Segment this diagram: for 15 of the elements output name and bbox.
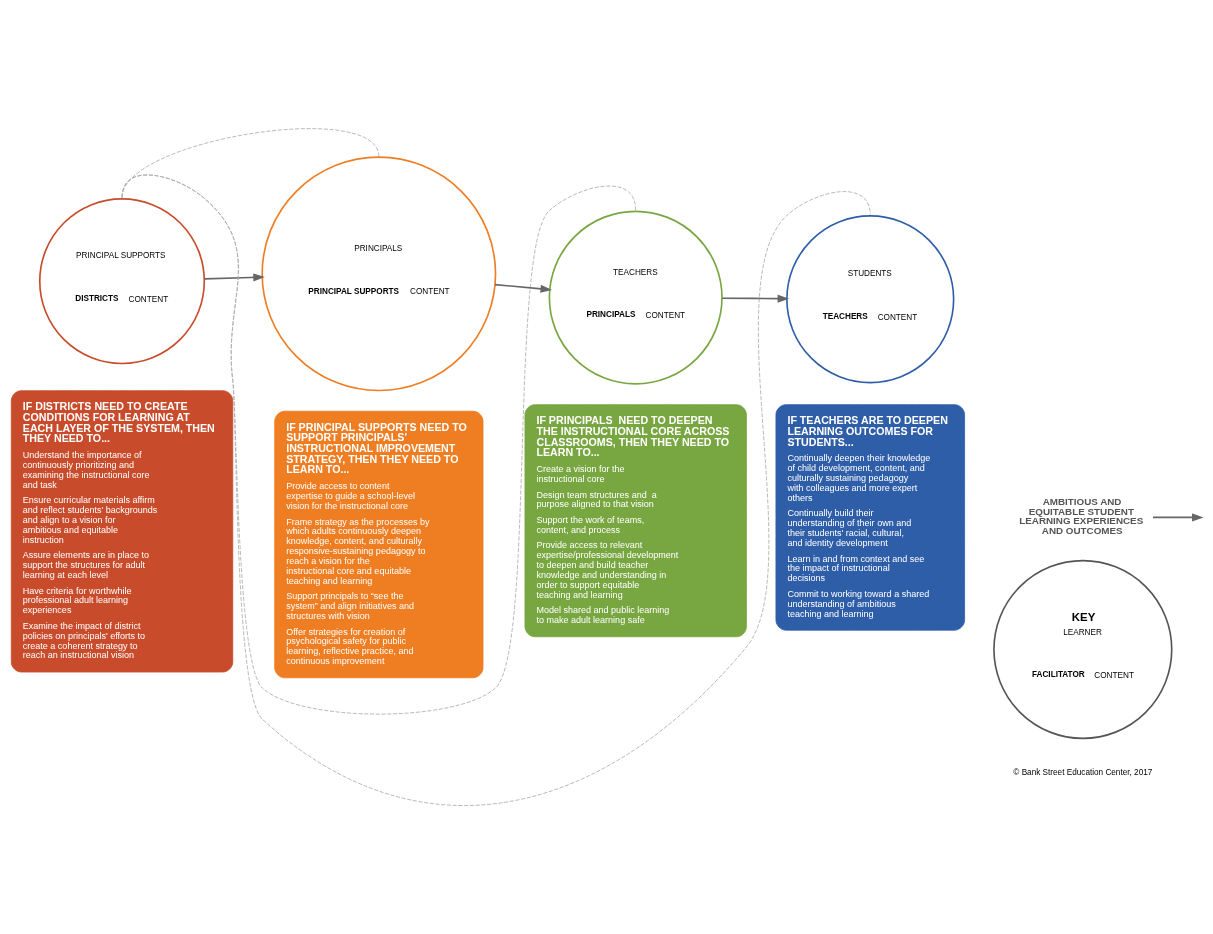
- node-box: IF PRINCIPAL SUPPORTS NEED TO SUPPORT PRINCIPALS' INSTRUCTIONAL IMPROVEMENT STRATEGY, THEN THEY NEED TO LEARN TO... Provide access to content expertise to guide a school-level vision for the instructional core Frame strategy as the processes by which adults continuously deepen knowledge, content, and culturally responsive-sustaining pedagogy to reach a vision for the instructional core and equitable teaching and learning Support principals to “see the system” and align initiatives and structures with vision Offer strategies for creation of psychological safety for public learning, reflective practice, and continuous improvement: [274, 410, 484, 679]
- label: © Bank Street Education Center, 2017: [1013, 768, 1153, 778]
- arrow: [721, 294, 790, 303]
- node-box: IF TEACHERS ARE TO DEEPEN LEARNING OUTCOMES FOR STUDENTS... Continually deepen their knowledge of child development, content, and culturally sustaining pedagogy with colleagues and more expert others Continually build their understanding of their own and their students' racial, cultural, and identity development Learn in and from context and see the impact of instructional decisions Commit to working toward a shared understanding of ambitious teaching and learning: [775, 404, 965, 631]
- node-text: AMBITIOUS AND EQUITABLE STUDENT LEARNING EXPERIENCES AND OUTCOMES: [1019, 495, 1144, 537]
- arrow: [494, 283, 552, 293]
- node-box: IF PRINCIPALS NEED TO DEEPEN THE INSTRUCTIONAL CORE ACROSS CLASSROOMS, THEN THEY NEED TO LEARN TO... Create a vision for the instructional core Design team structures and a purpose aligned to that vision Support the work of teams, content, and process Provide access to relevant expertise/professional development to deepen and build teacher knowledge and understanding in order to support equitable teaching and learning Model shared and public learning to make adult learning safe: [524, 404, 747, 638]
- node-circle: KEY LEARNER FACILITATOR CONTENT: [993, 559, 1173, 740]
- node-circle: TEACHERS PRINCIPALS CONTENT: [548, 210, 723, 385]
- node-box: IF DISTRICTS NEED TO CREATE CONDITIONS FOR LEARNING AT EACH LAYER OF THE SYSTEM, THEN THEY NEED TO... Understand the importance of continuously prioritizing and examining the instructional core and task Ensure curricular materials affirm and reflect students' backgrounds and align to a vision for ambitious and equitable instruction Assure elements are in place to support the structures for adult learning at each level Have criteria for worthwhile professional adult learning experiences Examine the impact of district policies on principals' efforts to create a coherent strategy to reach an instructional vision: [10, 390, 234, 673]
- node-circle: PRINCIPAL SUPPORTS DISTRICTS CONTENT: [38, 198, 206, 365]
- node-circle: STUDENTS TEACHERS CONTENT: [786, 215, 955, 384]
- connector: [121, 174, 871, 806]
- arrow: [203, 273, 265, 282]
- node-circle: PRINCIPALS PRINCIPAL SUPPORTS CONTENT: [261, 156, 497, 392]
